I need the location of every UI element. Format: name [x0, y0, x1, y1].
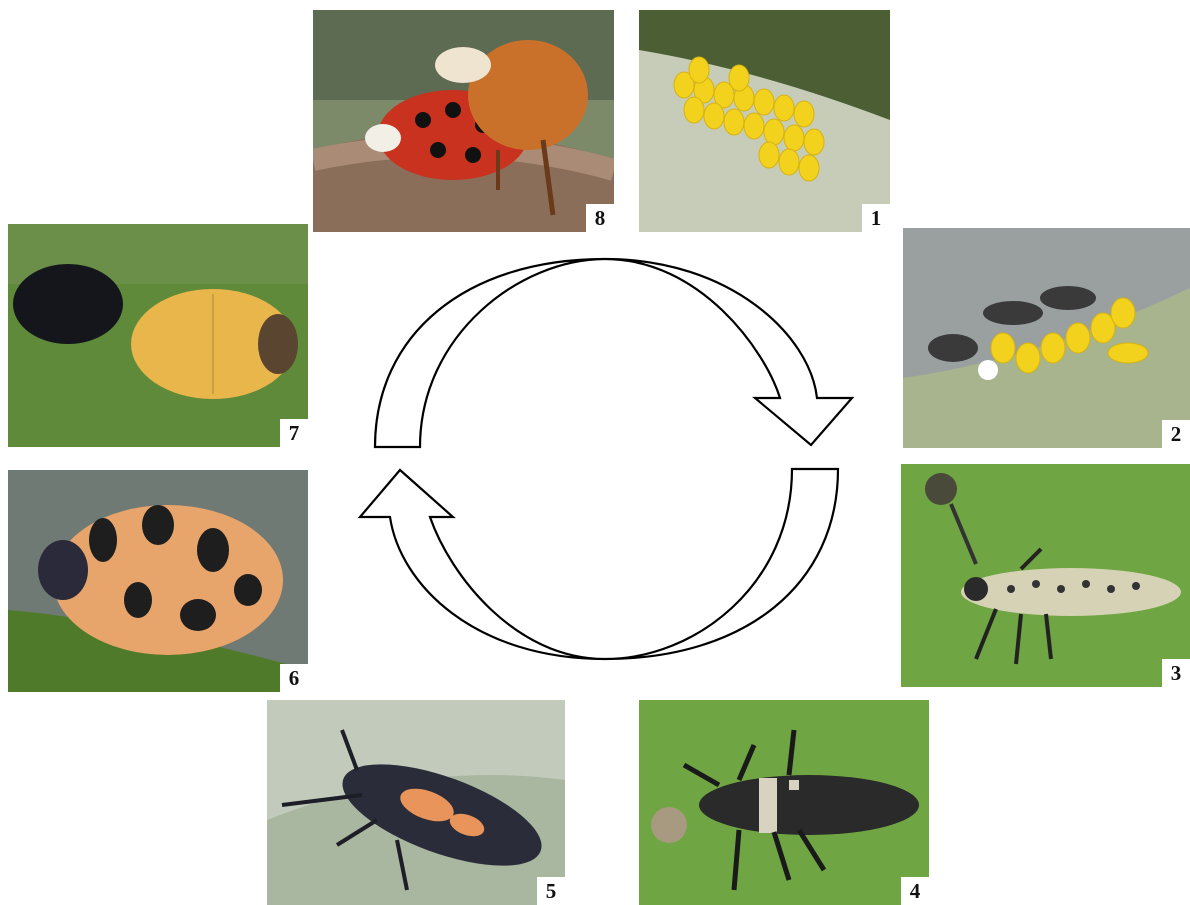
pupa-icon — [8, 470, 308, 692]
hatching-larvae-icon — [903, 228, 1190, 448]
stage-number-1: 1 — [862, 204, 890, 232]
first-instar-larva-icon — [901, 464, 1190, 687]
photo-first-instar-larva: 3 — [901, 464, 1190, 687]
stage-number-4: 4 — [901, 877, 929, 905]
stage-number-2: 2 — [1162, 420, 1190, 448]
photo-pupa: 6 — [8, 470, 308, 692]
photo-emerging-adult: 7 — [8, 224, 308, 447]
photo-eggs: 1 — [639, 10, 890, 232]
stage-number-6: 6 — [280, 664, 308, 692]
arrow-clockwise-top — [375, 259, 852, 447]
egg-cluster-icon — [639, 10, 890, 232]
stage-number-7: 7 — [280, 419, 308, 447]
stage-number-8: 8 — [586, 204, 614, 232]
second-instar-larva-icon — [639, 700, 929, 905]
cycle-arrows — [355, 255, 855, 665]
photo-hatching-larvae: 2 — [903, 228, 1190, 448]
photo-late-instar-larva: 5 — [267, 700, 565, 905]
mating-adults-icon — [313, 10, 614, 232]
photo-second-instar-larva: 4 — [639, 700, 929, 905]
stage-number-5: 5 — [537, 877, 565, 905]
emerging-adult-icon — [8, 224, 308, 447]
photo-mating-adults: 8 — [313, 10, 614, 232]
late-instar-larva-icon — [267, 700, 565, 905]
arrow-clockwise-bottom — [360, 469, 838, 659]
stage-number-3: 3 — [1162, 659, 1190, 687]
